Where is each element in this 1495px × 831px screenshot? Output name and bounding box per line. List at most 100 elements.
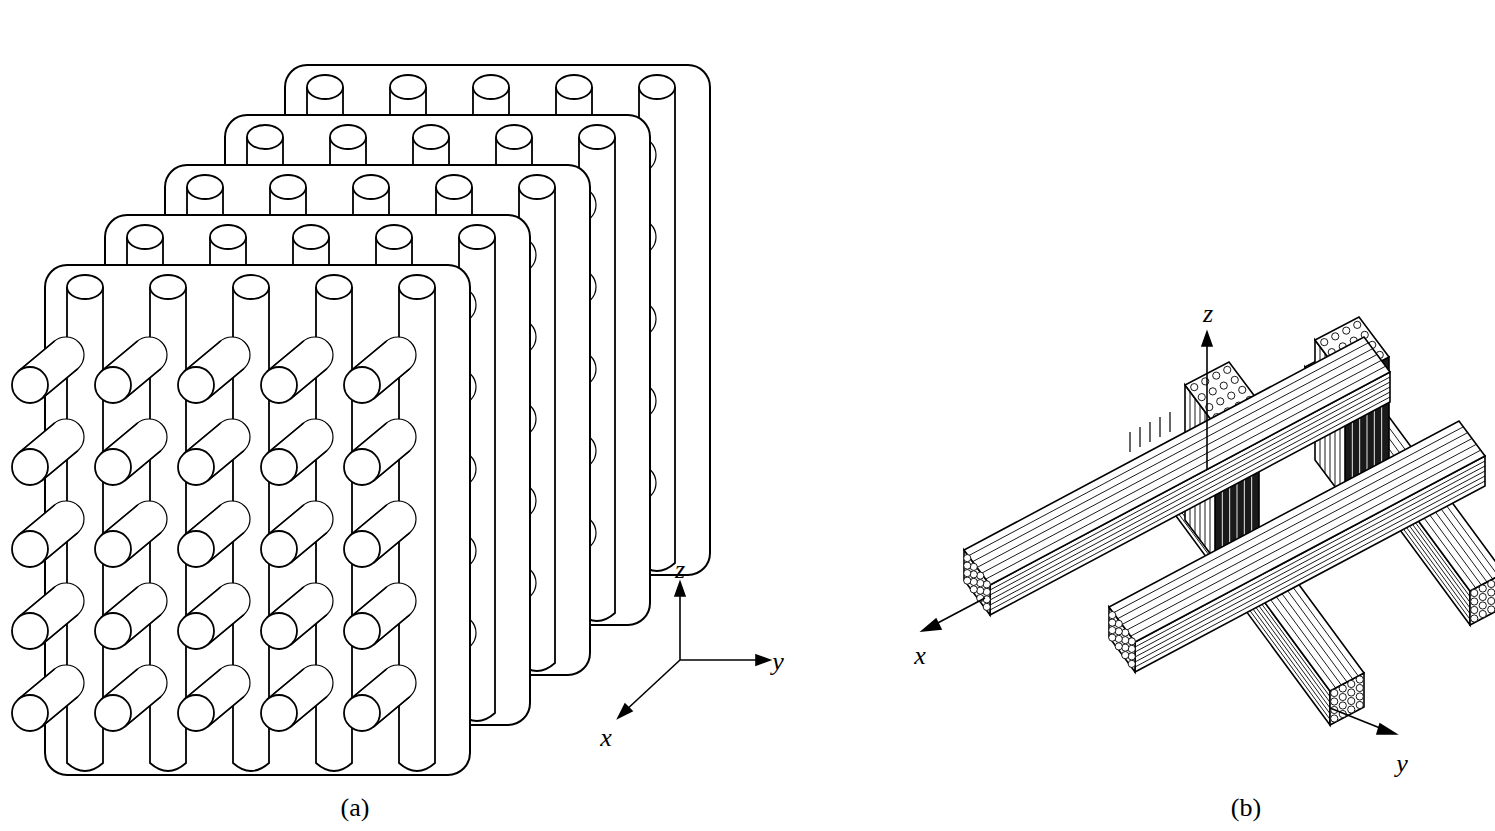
fiber-end: [970, 578, 977, 585]
bundle-face: [1109, 421, 1485, 642]
x-rod-edge: [350, 587, 386, 617]
fiber-end: [1479, 602, 1486, 609]
fiber-line: [1135, 471, 1485, 657]
arrowhead: [618, 704, 632, 718]
fiber-end: [970, 586, 977, 593]
rod-end: [261, 613, 297, 649]
axis-label: z: [675, 557, 685, 583]
bundle-face: [1135, 456, 1485, 672]
axis-label: x: [600, 725, 612, 751]
fiber-end: [1339, 685, 1346, 692]
fiber-end: [1122, 644, 1129, 651]
fiber-end: [983, 581, 990, 588]
fiber-line: [1135, 481, 1485, 667]
fiber-tick: [1139, 427, 1140, 447]
fiber-end: [1343, 327, 1350, 334]
fiber-end: [1488, 597, 1495, 604]
axes: [922, 332, 1396, 734]
x-rod-edge: [350, 341, 386, 371]
fiber-end: [1239, 386, 1246, 393]
fiber-line: [1135, 461, 1485, 647]
fiber-end: [1122, 652, 1129, 659]
fiber-line: [1113, 427, 1463, 613]
fiber-end: [1109, 634, 1116, 641]
fiber-end: [1209, 388, 1216, 395]
x-rod-edge: [101, 341, 137, 371]
axes: [618, 582, 770, 718]
rod-end: [376, 225, 412, 249]
fiber-end: [1128, 660, 1135, 667]
fiber-end: [1191, 384, 1198, 391]
rod-end: [639, 75, 675, 99]
arrowhead: [1202, 332, 1212, 346]
fiber-line: [1126, 444, 1476, 630]
rod-end: [519, 175, 555, 199]
fiber-end: [1356, 676, 1363, 683]
rod-end: [344, 695, 380, 731]
fiber-end: [1471, 598, 1478, 605]
rod-end: [95, 695, 131, 731]
fiber-end: [970, 571, 977, 578]
fiber-end: [983, 596, 990, 603]
fiber-end: [1488, 589, 1495, 596]
fiber-end: [1348, 689, 1355, 696]
fiber-end: [1356, 693, 1363, 700]
layer-outline: [45, 265, 470, 775]
fiber-end: [1217, 398, 1224, 405]
fiber-end: [977, 572, 984, 579]
fiber-end: [1198, 394, 1205, 401]
fiber-end: [1488, 606, 1495, 613]
rod-end: [390, 75, 426, 99]
fiber-end: [1471, 606, 1478, 613]
axis-label: z: [1203, 301, 1213, 327]
rod-end: [270, 175, 306, 199]
fiber-end: [1356, 684, 1363, 691]
rod-end: [247, 125, 283, 149]
rod-end: [12, 449, 48, 485]
axis-line: [932, 598, 985, 626]
x-rod-edge: [267, 669, 303, 699]
rod-end: [344, 367, 380, 403]
fiber-tick: [1169, 412, 1170, 432]
rod-end: [579, 125, 615, 149]
rod-end: [178, 613, 214, 649]
rod-end: [12, 695, 48, 731]
panel-label: (a): [341, 795, 370, 821]
x-rod-edge: [350, 669, 386, 699]
fiber-end: [1109, 619, 1116, 626]
fiber-end: [1479, 610, 1486, 617]
fiber-tick: [1129, 432, 1130, 452]
rod-end: [67, 275, 103, 299]
fiber-end: [1321, 339, 1328, 346]
fiber-end: [1109, 612, 1116, 619]
x-rod-edge: [18, 423, 54, 453]
rod-end: [261, 367, 297, 403]
x-rod-edge: [184, 423, 220, 453]
x-rod-edge: [350, 423, 386, 453]
rod-end: [261, 449, 297, 485]
rod-end: [261, 531, 297, 567]
fiber-end: [1228, 392, 1235, 399]
fiber-end: [1122, 629, 1129, 636]
fiber-bundles: [964, 317, 1495, 725]
rod-end: [210, 225, 246, 249]
rod-end: [233, 275, 269, 299]
fiber-end: [964, 562, 971, 569]
fiber-end: [1128, 645, 1135, 652]
fiber-end: [977, 580, 984, 587]
fiber-end: [1332, 333, 1339, 340]
fiber-end: [1354, 321, 1361, 328]
rod-end: [316, 275, 352, 299]
fiber-end: [983, 603, 990, 610]
fiber-end: [1331, 715, 1338, 722]
x-rod-edge: [184, 669, 220, 699]
x-rod-edge: [267, 341, 303, 371]
fiber-line: [1135, 466, 1485, 652]
axis-line: [680, 659, 762, 661]
x-rod-edge: [267, 587, 303, 617]
fiber-end: [1348, 706, 1355, 713]
fiber-end: [1471, 589, 1478, 596]
arrowhead: [756, 655, 770, 665]
fiber-line: [1122, 439, 1472, 625]
x-rod-edge: [267, 505, 303, 535]
